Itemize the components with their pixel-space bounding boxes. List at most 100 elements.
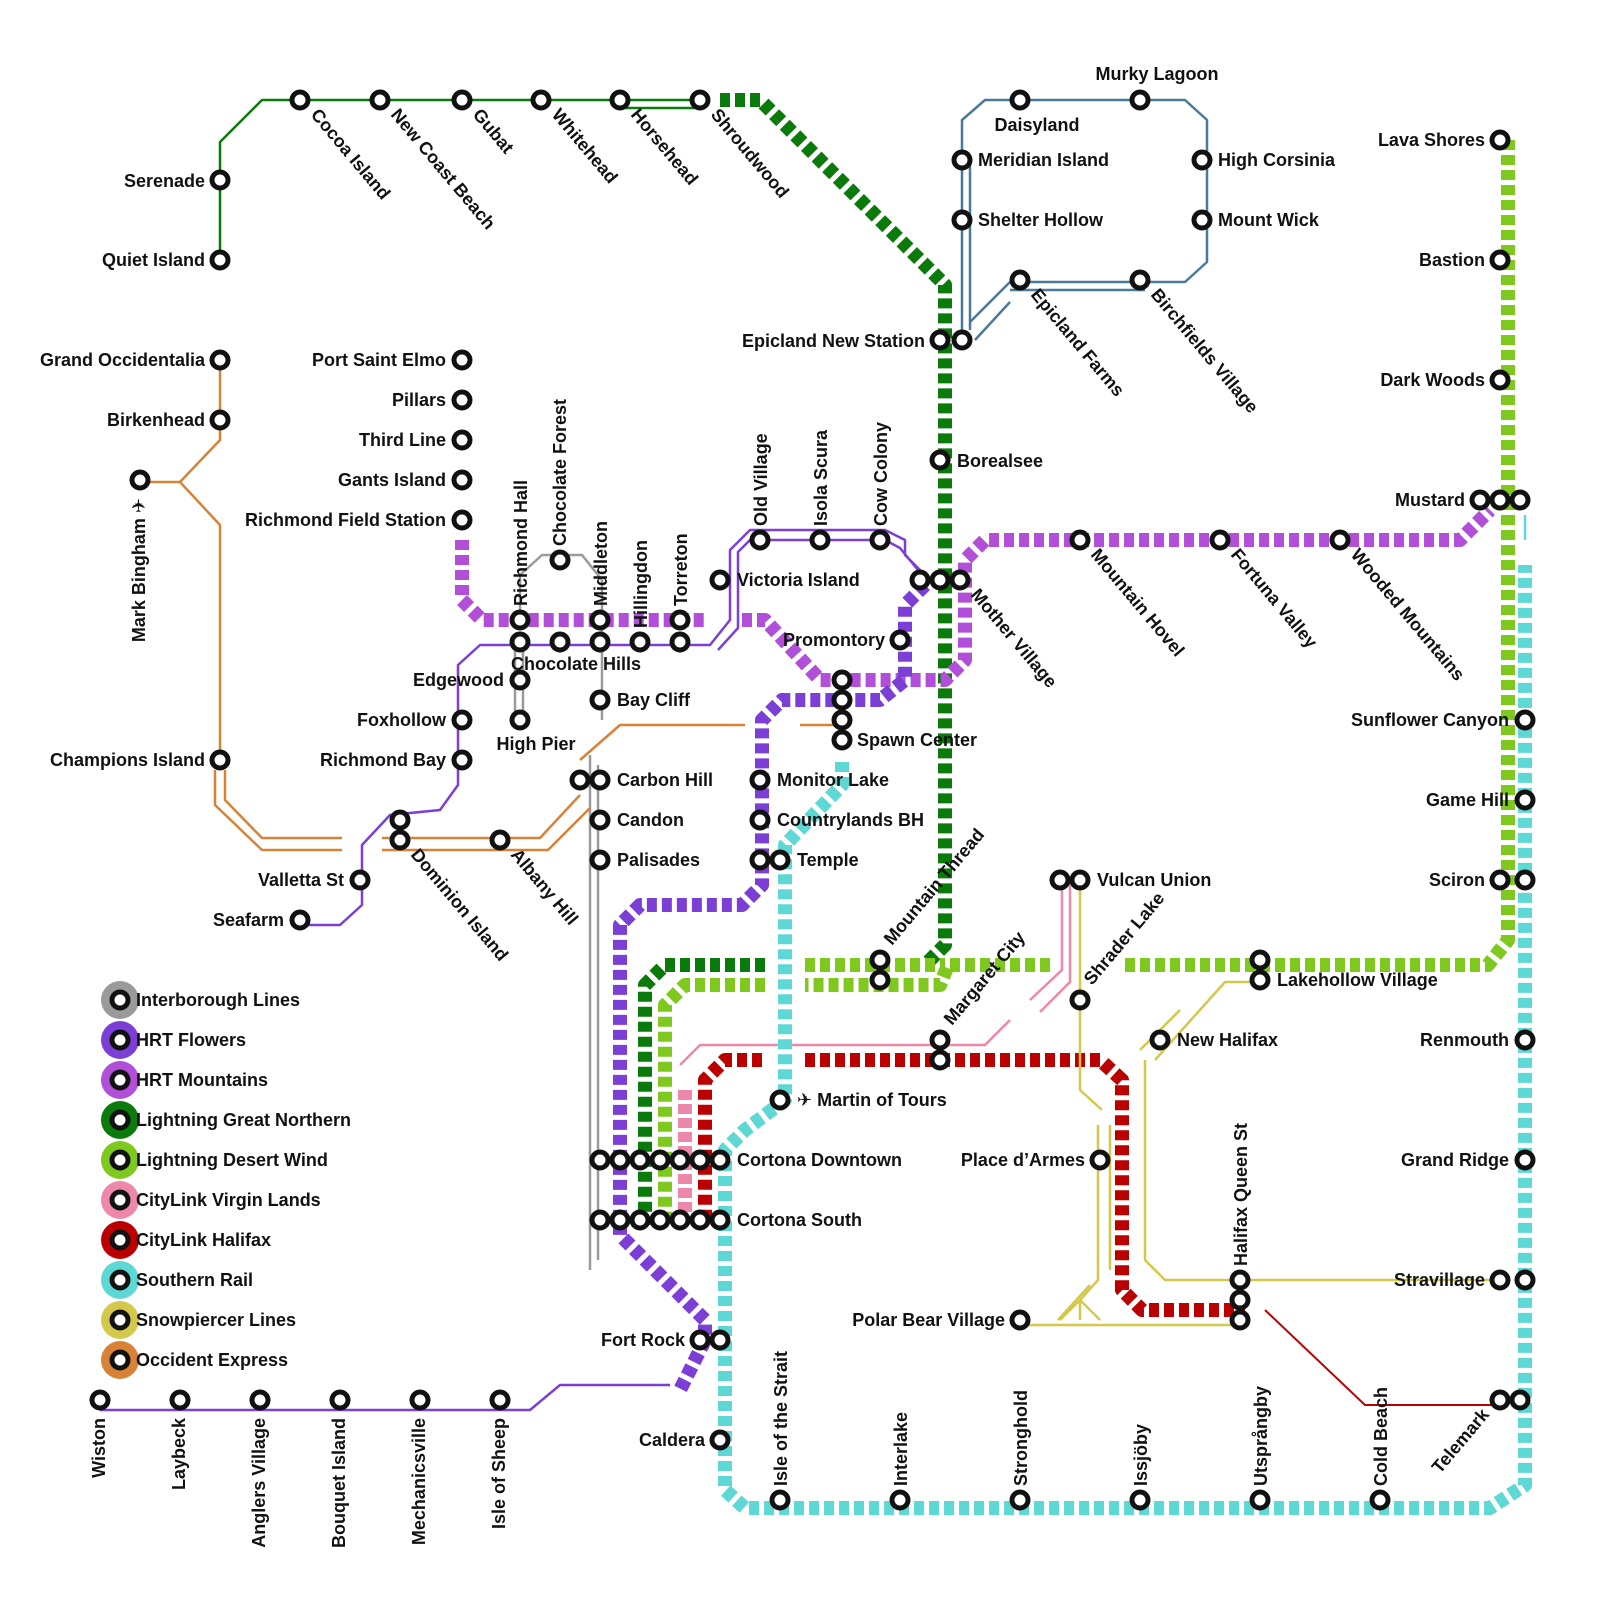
station-third-line[interactable]: Third Line — [359, 429, 473, 451]
station-carbon-hill[interactable]: Carbon Hill — [569, 769, 713, 791]
station-shrader-lake[interactable]: Shrader Lake — [1069, 888, 1168, 1011]
station-mount-wick[interactable]: Mount Wick — [1191, 209, 1320, 231]
station-marker[interactable] — [769, 849, 791, 871]
station-marker[interactable] — [669, 609, 691, 631]
station-marker[interactable] — [769, 1489, 791, 1511]
station-marker[interactable] — [689, 1209, 711, 1231]
station-gubat[interactable]: Gubat — [451, 89, 518, 157]
station-bay-cliff[interactable]: Bay Cliff — [589, 689, 691, 711]
station-marker[interactable] — [1514, 709, 1536, 731]
station-palisades[interactable]: Palisades — [589, 849, 700, 871]
station-marker[interactable] — [589, 809, 611, 831]
station-marker[interactable] — [709, 1429, 731, 1451]
station-marker[interactable] — [451, 429, 473, 451]
station-meridian-island[interactable]: Meridian Island — [951, 149, 1109, 171]
station-martin-of-tours[interactable]: ✈ Martin of Tours — [769, 1089, 947, 1111]
station-anglers-village[interactable]: Anglers Village — [249, 1389, 271, 1548]
station-marker[interactable] — [89, 1389, 111, 1411]
station-marker[interactable] — [1489, 489, 1511, 511]
station-albany-hill[interactable]: Albany Hill — [489, 829, 582, 929]
station-middleton[interactable]: Middleton — [589, 521, 611, 653]
station-marker[interactable] — [589, 1209, 611, 1231]
station-marker[interactable] — [709, 1149, 731, 1171]
station-marker[interactable] — [209, 749, 231, 771]
station-candon[interactable]: Candon — [589, 809, 684, 831]
station-caldera[interactable]: Caldera — [639, 1429, 731, 1451]
station-marker[interactable] — [1489, 869, 1511, 891]
station-marker[interactable] — [451, 349, 473, 371]
station-marker[interactable] — [649, 1209, 671, 1231]
station-marker[interactable] — [1489, 1269, 1511, 1291]
station-marker[interactable] — [1329, 529, 1351, 551]
station-promontory[interactable]: Promontory — [783, 629, 911, 651]
station-marker[interactable] — [1514, 869, 1536, 891]
station-marker[interactable] — [869, 969, 891, 991]
station-marker[interactable] — [209, 409, 231, 431]
station-isola-scura[interactable]: Isola Scura — [809, 429, 831, 551]
station-grand-occidentalia[interactable]: Grand Occidentalia — [40, 349, 231, 371]
station-marker[interactable] — [831, 689, 853, 711]
station-marker[interactable] — [629, 1149, 651, 1171]
station-marker[interactable] — [1049, 869, 1071, 891]
station-marker[interactable] — [1009, 1489, 1031, 1511]
station-marker[interactable] — [1129, 1489, 1151, 1511]
station-marker[interactable] — [709, 1209, 731, 1231]
station-marker[interactable] — [129, 469, 151, 491]
station-vulcan-union[interactable]: Vulcan Union — [1049, 869, 1211, 891]
station-marker[interactable] — [1514, 1029, 1536, 1051]
station-fort-rock[interactable]: Fort Rock — [601, 1329, 731, 1351]
station-marker[interactable] — [249, 1389, 271, 1411]
station-monitor-lake[interactable]: Monitor Lake — [749, 769, 889, 791]
station-halifax-queen-st[interactable]: Halifax Queen St — [1229, 1123, 1251, 1331]
station-marker[interactable] — [1089, 1149, 1111, 1171]
station-marker[interactable] — [451, 749, 473, 771]
station-marker[interactable] — [1191, 149, 1213, 171]
station-foxhollow[interactable]: Foxhollow — [357, 709, 473, 731]
station-dark-woods[interactable]: Dark Woods — [1380, 369, 1511, 391]
station-bastion[interactable]: Bastion — [1419, 249, 1511, 271]
station-marker[interactable] — [869, 949, 891, 971]
station-epicland-new-station[interactable]: Epicland New Station — [742, 329, 973, 351]
station-marker[interactable] — [669, 631, 691, 653]
station-marker[interactable] — [1514, 1149, 1536, 1171]
station-marker[interactable] — [369, 89, 391, 111]
station-marker[interactable] — [589, 849, 611, 871]
station-marker[interactable] — [749, 809, 771, 831]
station-marker[interactable] — [489, 829, 511, 851]
station-marker[interactable] — [1009, 89, 1031, 111]
station-daisyland[interactable]: Daisyland — [994, 89, 1080, 135]
station-marker[interactable] — [929, 569, 951, 591]
station-fortuna-valley[interactable]: Fortuna Valley — [1209, 529, 1321, 652]
station-marker[interactable] — [1489, 129, 1511, 151]
station-marker[interactable] — [1149, 1029, 1171, 1051]
station-marker[interactable] — [809, 529, 831, 551]
station-champions-island[interactable]: Champions Island — [50, 749, 231, 771]
station-renmouth[interactable]: Renmouth — [1420, 1029, 1536, 1051]
station-marker[interactable] — [949, 569, 971, 591]
station-marker[interactable] — [489, 1389, 511, 1411]
station-marker[interactable] — [589, 689, 611, 711]
station-marker[interactable] — [1009, 1309, 1031, 1331]
station-marker[interactable] — [869, 529, 891, 551]
station-bouquet-island[interactable]: Bouquet Island — [329, 1389, 351, 1548]
station-marker[interactable] — [1129, 89, 1151, 111]
station-sciron[interactable]: Sciron — [1429, 869, 1536, 891]
station-countrylands-bh[interactable]: Countrylands BH — [749, 809, 924, 831]
station-marker[interactable] — [1249, 969, 1271, 991]
station-marker[interactable] — [669, 1149, 691, 1171]
station-marker[interactable] — [1514, 789, 1536, 811]
station-marker[interactable] — [589, 609, 611, 631]
station-marker[interactable] — [549, 631, 571, 653]
station-marker[interactable] — [889, 629, 911, 651]
station-pillars[interactable]: Pillars — [392, 389, 473, 411]
station-marker[interactable] — [509, 709, 531, 731]
station-marker[interactable] — [929, 1029, 951, 1051]
station-marker[interactable] — [1369, 1489, 1391, 1511]
station-marker[interactable] — [1509, 489, 1531, 511]
station-marker[interactable] — [209, 249, 231, 271]
station-marker[interactable] — [569, 769, 591, 791]
station-spawn-center[interactable]: Spawn Center — [831, 669, 977, 751]
station-cortona-downtown[interactable]: Cortona Downtown — [589, 1149, 902, 1171]
station-marker[interactable] — [1489, 249, 1511, 271]
station-grand-ridge[interactable]: Grand Ridge — [1401, 1149, 1536, 1171]
